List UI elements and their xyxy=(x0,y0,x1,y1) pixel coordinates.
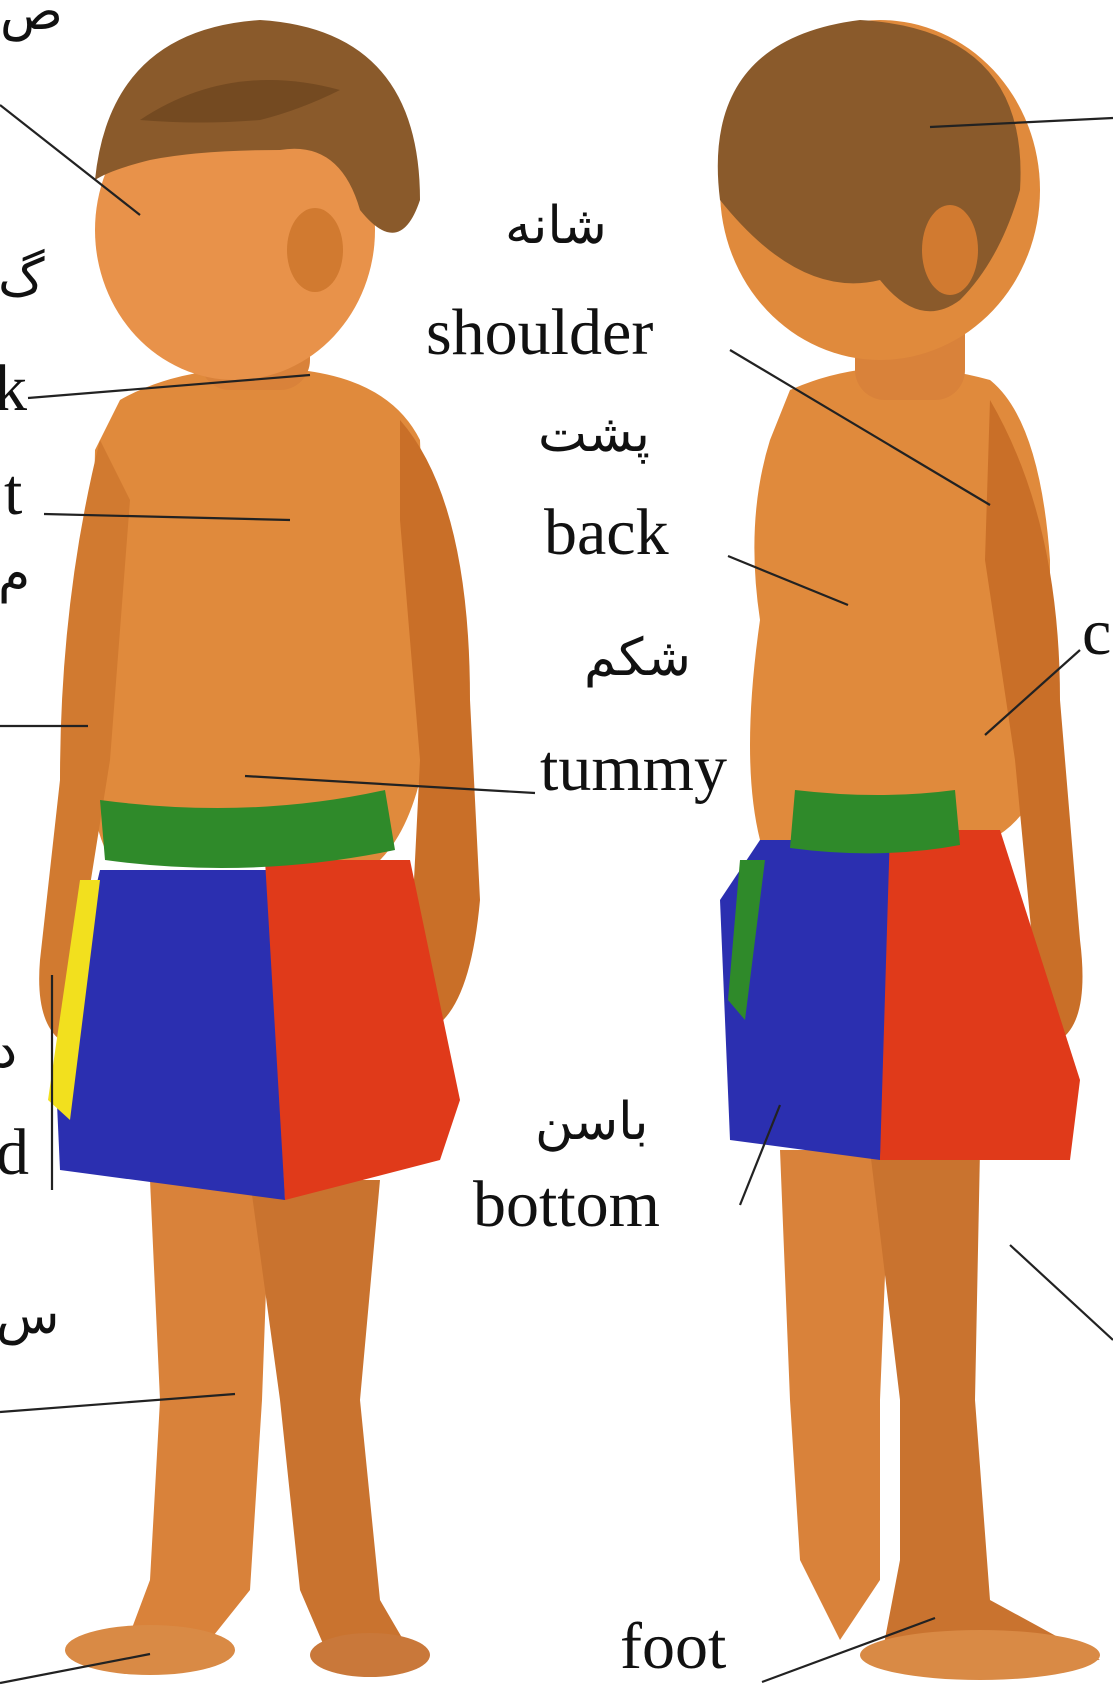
back-right-leg xyxy=(870,1150,1100,1665)
front-ear xyxy=(287,208,343,292)
front-torso xyxy=(88,368,431,860)
label-tummy-fa: شکم xyxy=(584,632,691,684)
label-bottom-en: bottom xyxy=(473,1172,660,1238)
label-left-fa-2: م xyxy=(0,548,30,600)
label-bottom-fa: باسن xyxy=(535,1096,648,1148)
label-left-fa-1: گ xyxy=(0,252,45,304)
back-left-leg xyxy=(780,1150,890,1640)
label-shoulder-fa: شانه xyxy=(505,200,607,252)
back-ear xyxy=(922,205,978,295)
back-waistband xyxy=(790,790,960,853)
label-foot-en: foot xyxy=(620,1614,726,1680)
label-chest-frag: t xyxy=(4,460,22,526)
front-foot-left xyxy=(65,1625,235,1675)
label-right-frag: c xyxy=(1082,600,1111,666)
label-neck-frag: k xyxy=(0,356,27,422)
leader-calf xyxy=(1010,1245,1113,1340)
front-right-leg xyxy=(250,1180,415,1660)
boy-back-figure xyxy=(718,20,1100,1680)
back-foot xyxy=(860,1630,1100,1680)
label-back-en: back xyxy=(544,500,669,566)
label-top-left-fa: ص xyxy=(0,0,63,38)
boy-front-figure xyxy=(39,20,480,1677)
front-left-leg xyxy=(120,1180,270,1660)
front-foot-right xyxy=(310,1633,430,1677)
label-tummy-en: tummy xyxy=(540,736,727,802)
label-hand-fa-frag: د xyxy=(0,1024,17,1076)
label-leg-fa-frag: س xyxy=(0,1290,59,1342)
label-shoulder-en: shoulder xyxy=(426,300,653,366)
label-hand-frag: d xyxy=(0,1120,29,1186)
label-back-fa: پشت xyxy=(538,408,650,460)
